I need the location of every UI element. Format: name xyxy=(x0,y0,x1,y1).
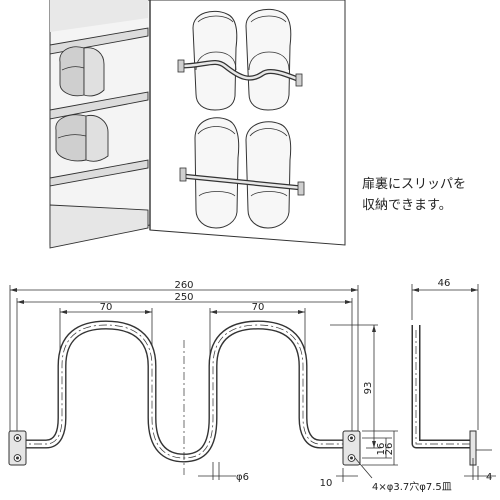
shelf-shoe xyxy=(55,114,109,162)
dim-right-loop: 70 xyxy=(252,302,265,313)
door-rack-top xyxy=(177,59,303,87)
dim-depth: 46 xyxy=(438,278,451,289)
shelf-shoe xyxy=(59,46,105,97)
door-slipper-bottom xyxy=(194,117,292,229)
front-view-drawing: 260 250 70 70 xyxy=(8,280,452,493)
dim-rod-diameter: φ6 xyxy=(236,472,249,483)
door-rack-bottom xyxy=(179,167,305,196)
caption-line-1: 扉裏にスリッパを xyxy=(362,176,466,192)
dim-plate-a: 16 xyxy=(376,443,387,456)
dim-offset: 10 xyxy=(320,478,333,489)
side-view-drawing: 46 4 xyxy=(411,278,496,483)
dim-thickness: 4 xyxy=(486,472,492,483)
caption-line-2: 収納できます。 xyxy=(362,198,452,213)
dim-height: 93 xyxy=(363,382,374,395)
dim-hole-spec: 4×φ3.7穴φ7.5皿 xyxy=(372,480,452,493)
right-mount-plate xyxy=(342,430,361,466)
dim-left-loop: 70 xyxy=(100,302,113,313)
dim-overall-width: 260 xyxy=(174,280,193,291)
cabinet-illustration xyxy=(49,0,346,249)
dim-plate-b: 26 xyxy=(384,443,395,456)
dim-inner-width: 250 xyxy=(174,292,193,303)
left-mount-plate xyxy=(8,430,27,466)
